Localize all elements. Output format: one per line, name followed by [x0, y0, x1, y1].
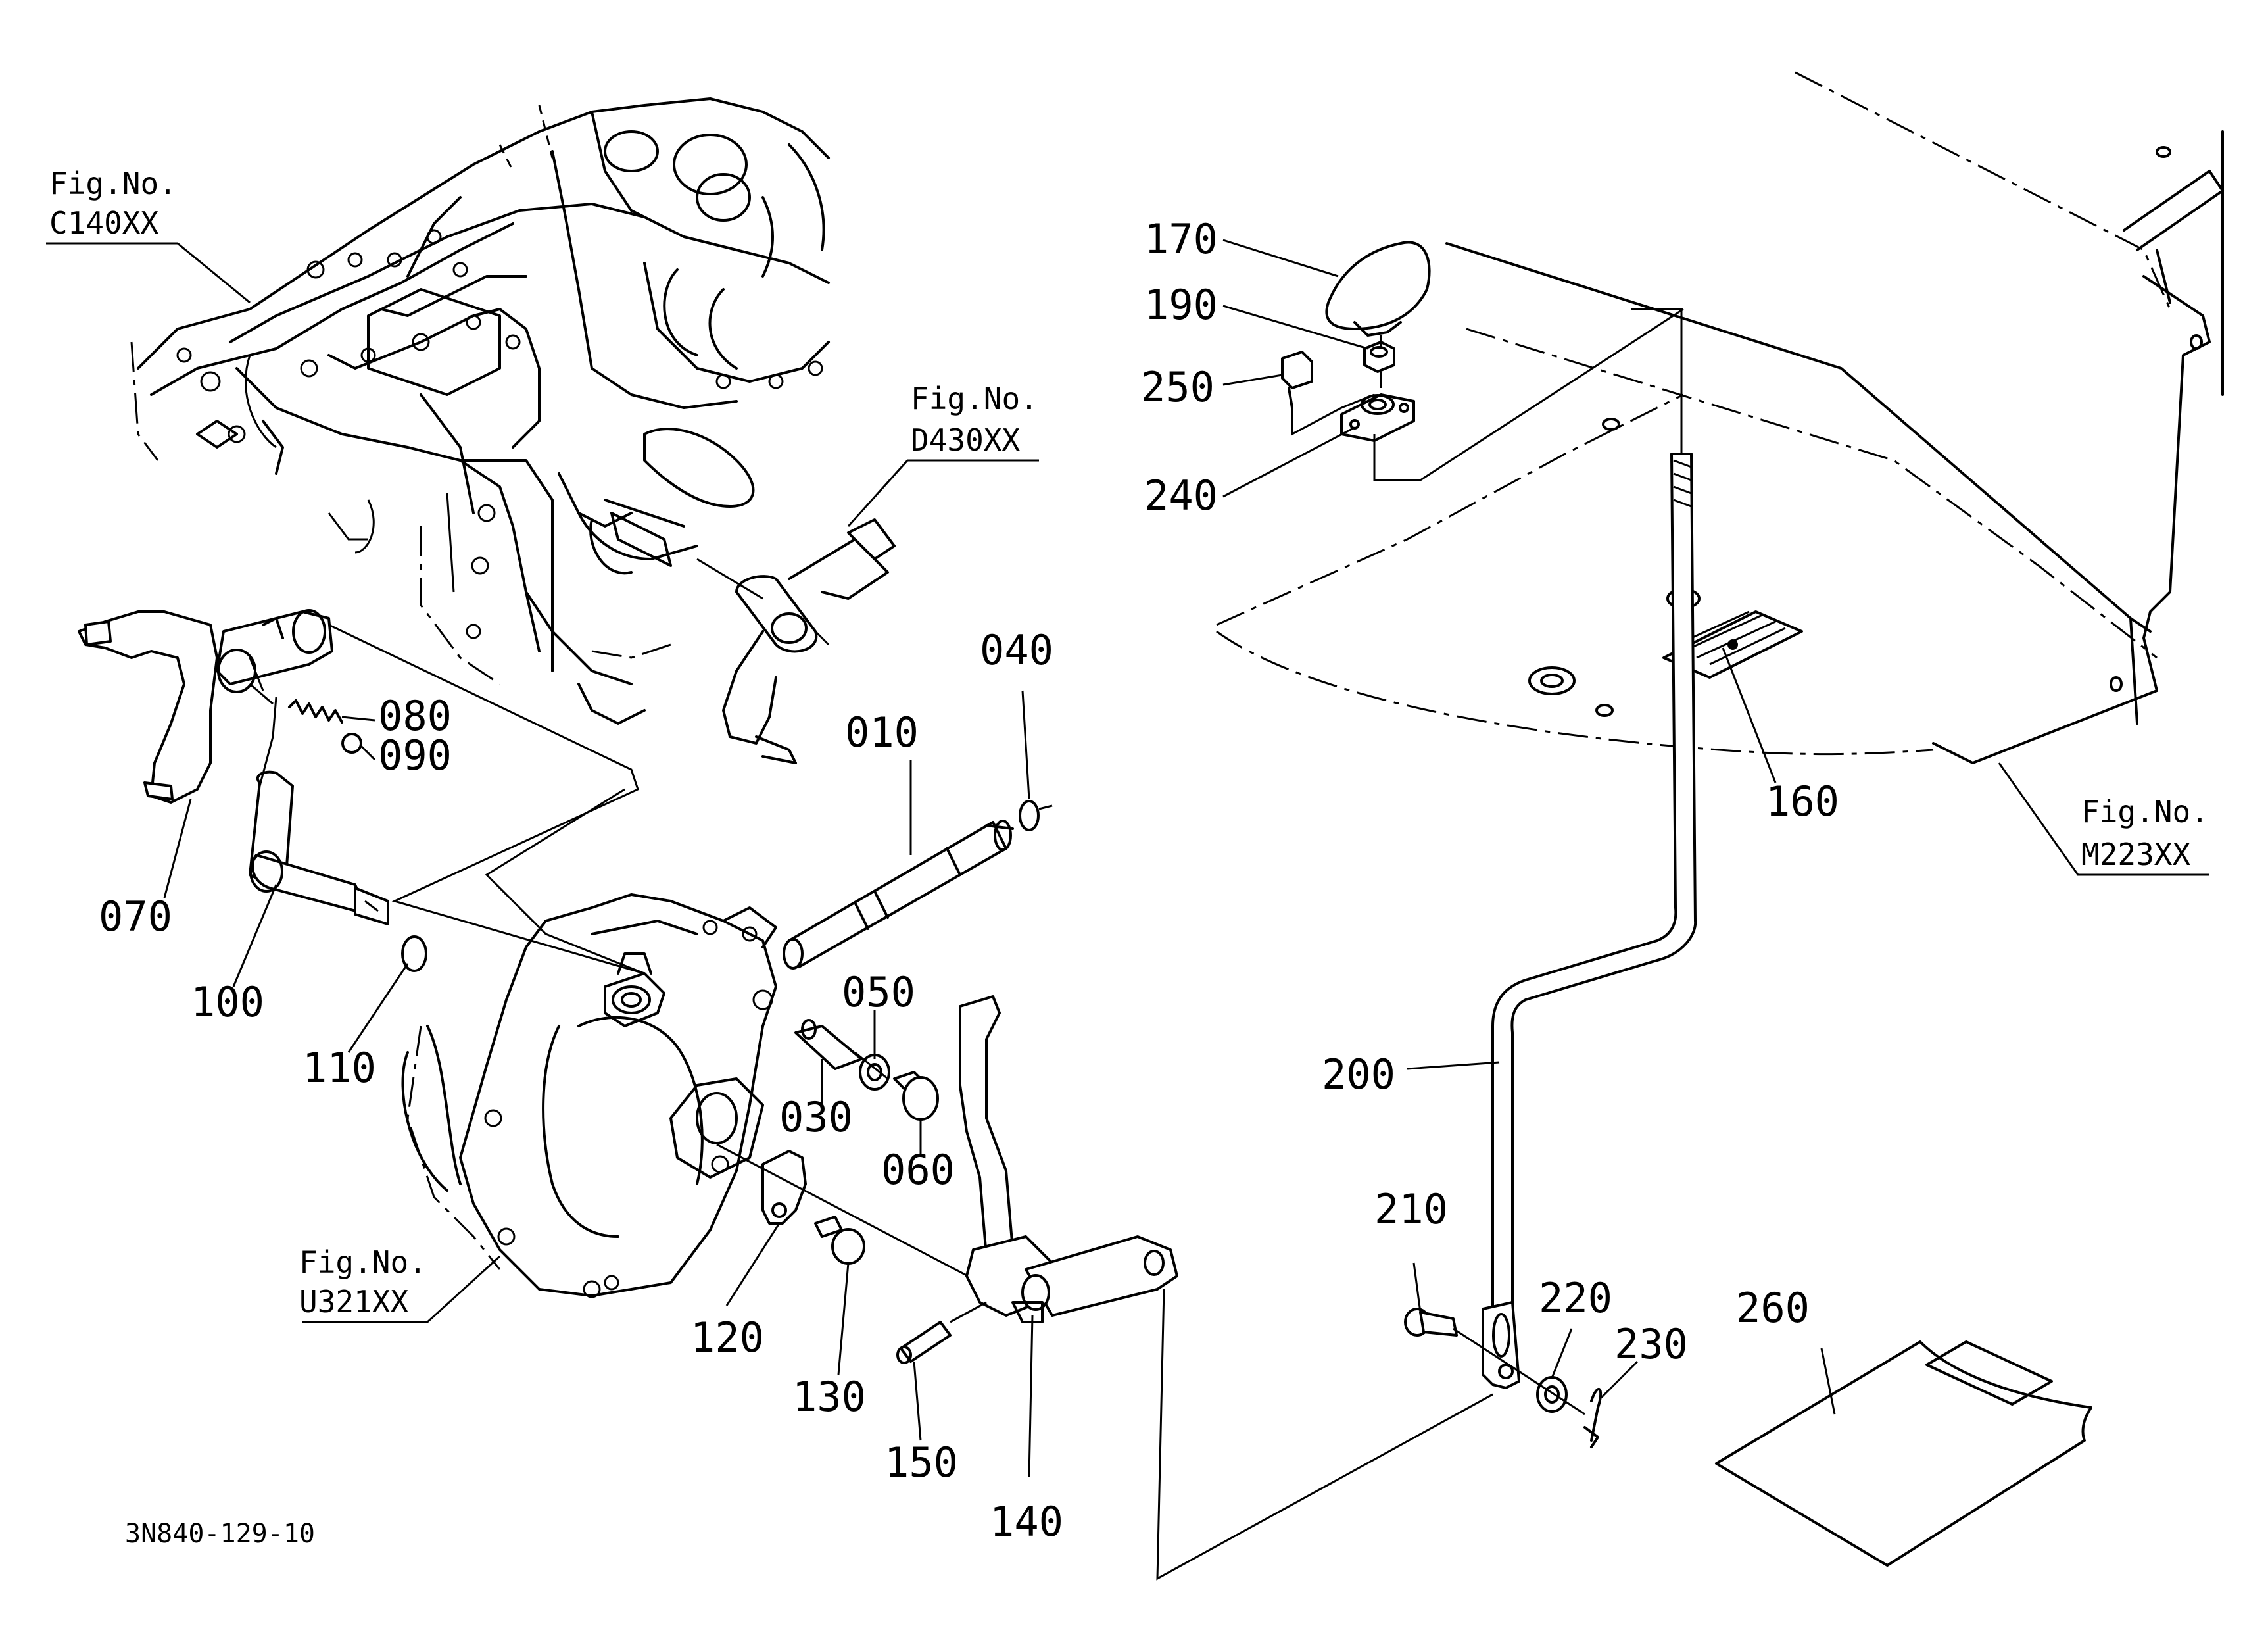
leader-u321xx	[302, 1255, 501, 1323]
bracket-plate-240	[1340, 393, 1415, 442]
svg-text:Fig.No.: Fig.No.	[2081, 794, 2209, 829]
shift-fork-070	[78, 609, 333, 804]
shift-arm-100	[249, 770, 389, 925]
part-label-040: 040	[980, 626, 1053, 674]
transmission-case-drawing	[130, 97, 830, 725]
plug-060	[893, 1071, 939, 1121]
axis-150	[950, 1301, 987, 1323]
washer-220	[1536, 1376, 1568, 1413]
link-line	[1156, 1289, 1493, 1581]
fig-ref-u321xx: Fig.No. U321XX	[299, 1244, 427, 1319]
leader-axis-100	[258, 697, 277, 787]
lever-140	[959, 995, 1178, 1323]
part-label-070: 070	[99, 893, 172, 941]
spring-axis	[249, 683, 274, 705]
fig-ref-d430xx: Fig.No. D430XX	[911, 381, 1038, 458]
leader-c140xx	[46, 242, 251, 304]
clevis-pin-210	[1404, 1308, 1458, 1337]
svg-text:C140XX: C140XX	[49, 205, 158, 241]
assembly-line-2	[485, 788, 645, 975]
pin-030	[794, 1019, 863, 1070]
part-label-220: 220	[1539, 1274, 1612, 1322]
floor-plate-m223xx-drawing	[1216, 71, 2224, 764]
svg-text:D430XX: D430XX	[911, 422, 1020, 458]
part-label-200: 200	[1322, 1050, 1395, 1098]
axis-030-060	[854, 1051, 888, 1080]
bracket-120	[761, 1150, 807, 1225]
part-label-100: 100	[191, 978, 264, 1026]
svg-text:Fig.No.: Fig.No.	[911, 381, 1038, 416]
part-label-230: 230	[1614, 1320, 1688, 1368]
part-label-120: 120	[690, 1314, 764, 1362]
part-label-170: 170	[1144, 215, 1218, 263]
fig-ref-m223xx: Fig.No. M223XX	[2081, 794, 2209, 872]
axis-250	[1291, 393, 1375, 436]
svg-text:M223XX: M223XX	[2081, 837, 2190, 872]
pin-150	[896, 1321, 952, 1364]
svg-text:U321XX: U321XX	[299, 1284, 408, 1319]
o-ring-axis	[1038, 804, 1053, 810]
leader-m223xx	[1998, 762, 2209, 876]
leader-d430xx	[847, 459, 1039, 528]
decal-260	[1715, 1340, 2092, 1567]
bolt-130	[814, 1216, 865, 1265]
part-label-090: 090	[378, 731, 452, 779]
clip-230	[1583, 1387, 1603, 1448]
shift-rod-200	[1482, 453, 1697, 1389]
svg-text:Fig.No.: Fig.No.	[49, 166, 177, 201]
axis-240	[1373, 308, 1684, 481]
part-label-130: 130	[792, 1373, 866, 1421]
axis-rod-top	[1631, 308, 1683, 454]
svg-text:Fig.No.: Fig.No.	[299, 1244, 427, 1280]
linkage-d430xx-drawing	[696, 518, 896, 764]
part-label-080: 080	[378, 692, 452, 740]
axis-u321-140	[716, 1143, 994, 1291]
assembly-line-1	[328, 624, 645, 975]
axis-210-230	[1453, 1327, 1585, 1415]
part-label-050: 050	[842, 968, 915, 1016]
part-label-240: 240	[1144, 472, 1218, 520]
part-label-140: 140	[990, 1498, 1063, 1546]
leader-lines	[163, 239, 1836, 1477]
case-u321xx-drawing	[401, 893, 777, 1298]
part-label-060: 060	[881, 1146, 955, 1194]
o-ring-040	[1019, 800, 1040, 831]
knob-170	[1325, 241, 1431, 337]
part-label-260: 260	[1736, 1284, 1810, 1332]
o-ring-110	[401, 935, 427, 972]
label-160	[1662, 610, 1803, 679]
part-label-210: 210	[1374, 1185, 1448, 1233]
shaft-010	[783, 820, 1014, 970]
part-labels: 010 030 040 050 060 070 080 090 100 110 …	[99, 215, 1839, 1546]
nut-190	[1363, 341, 1395, 373]
part-label-190: 190	[1144, 281, 1218, 329]
part-label-250: 250	[1141, 363, 1215, 411]
part-label-030: 030	[779, 1093, 853, 1141]
spring-080	[288, 699, 362, 754]
fig-ref-c140xx: Fig.No. C140XX	[49, 166, 177, 241]
part-label-150: 150	[884, 1438, 958, 1487]
part-label-160: 160	[1766, 777, 1839, 825]
part-label-110: 110	[302, 1044, 376, 1092]
part-label-010: 010	[845, 708, 919, 756]
bolt-250	[1281, 351, 1313, 409]
drawing-code: 3N840-129-10	[125, 1519, 315, 1549]
